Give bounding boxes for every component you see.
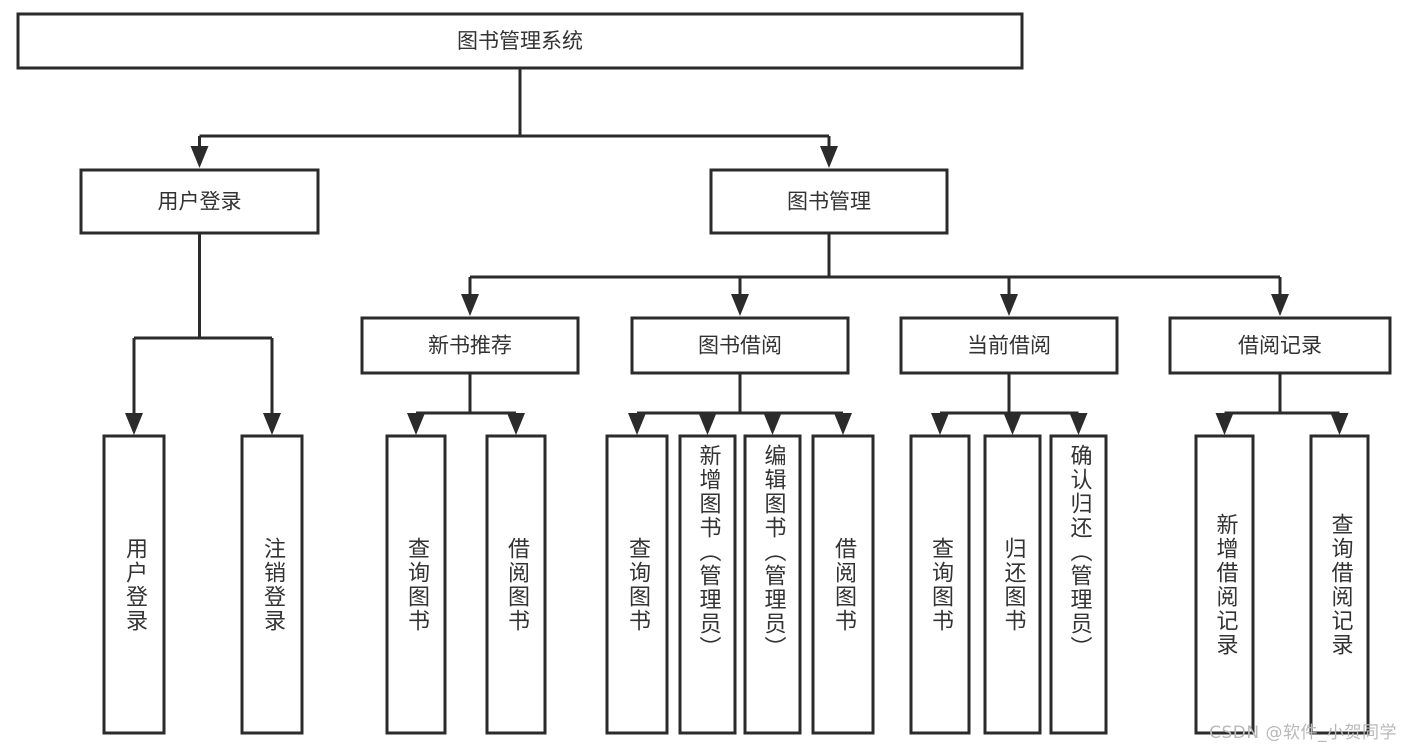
node-book-manage-label: 图书管理 (787, 190, 871, 214)
node-leaf-edit-book-admin-border (743, 434, 802, 735)
node-leaf-confirm-return[interactable] (1049, 434, 1108, 735)
node-new-book-recommend-label: 新书推荐 (428, 334, 512, 358)
arrow-to-leaf-user-login (125, 413, 143, 435)
arrow-to-leaf-query-book-a (407, 413, 425, 435)
node-current-borrow-label: 当前借阅 (967, 334, 1051, 358)
node-leaf-query-borrow-record-border (1309, 434, 1370, 735)
node-leaf-query-book-a-border (385, 434, 447, 735)
node-root-label: 图书管理系统 (457, 29, 583, 53)
arrow-to-leaf-edit-book-admin (763, 413, 782, 435)
node-borrow-record-label: 借阅记录 (1238, 334, 1322, 358)
node-leaf-borrow-book-b[interactable] (811, 434, 875, 735)
node-leaf-borrow-book-a[interactable] (485, 434, 547, 735)
node-leaf-add-borrow-record-border (1194, 434, 1255, 735)
arrow-to-leaf-logout-login (263, 413, 281, 435)
node-leaf-confirm-return-border (1049, 434, 1108, 735)
node-leaf-logout-login[interactable] (240, 434, 304, 735)
node-borrow-record[interactable] (1168, 316, 1392, 375)
node-user-login[interactable] (79, 168, 320, 235)
arrow-to-book-manage (820, 146, 838, 168)
node-leaf-add-borrow-record[interactable] (1194, 434, 1255, 735)
arrow-to-leaf-add-book-admin (698, 413, 717, 435)
node-leaf-borrow-book-b-border (811, 434, 875, 735)
arrow-to-borrow-record (1271, 294, 1289, 316)
watermark-text: CSDN @软件_小贺同学 (1209, 723, 1397, 743)
arrow-to-leaf-query-book-b (628, 413, 646, 435)
node-user-login-border (79, 168, 320, 235)
node-leaf-query-book-c[interactable] (909, 434, 971, 735)
node-leaf-query-book-a[interactable] (385, 434, 447, 735)
node-root-border (16, 12, 1024, 70)
node-leaf-query-book-c-border (909, 434, 971, 735)
node-borrow-record-border (1168, 316, 1392, 375)
arrow-to-new-book-recommend (461, 294, 479, 316)
node-leaf-return-book[interactable] (983, 434, 1042, 735)
arrow-to-current-borrow (1000, 294, 1018, 316)
node-book-borrow-label: 图书借阅 (698, 334, 782, 358)
node-leaf-borrow-book-a-border (485, 434, 547, 735)
arrow-to-leaf-borrow-book-a (507, 413, 525, 435)
node-leaf-query-book-b-border (605, 434, 669, 735)
node-book-manage[interactable] (709, 168, 949, 235)
arrow-to-book-borrow (731, 294, 749, 316)
node-user-login-label: 用户登录 (158, 190, 242, 214)
arrow-to-leaf-query-borrow-record (1330, 413, 1349, 435)
node-book-manage-border (709, 168, 949, 235)
arrow-to-leaf-borrow-book-b (834, 413, 852, 435)
node-root[interactable] (16, 12, 1024, 70)
node-leaf-add-book-admin-border (678, 434, 737, 735)
node-leaf-user-login-border (102, 434, 166, 735)
arrow-to-leaf-return-book (1003, 413, 1022, 435)
arrow-to-leaf-query-book-c (931, 413, 949, 435)
node-leaf-query-book-b[interactable] (605, 434, 669, 735)
node-leaf-logout-login-border (240, 434, 304, 735)
node-leaf-edit-book-admin[interactable] (743, 434, 802, 735)
arrow-to-leaf-add-borrow-record (1215, 413, 1234, 435)
node-leaf-return-book-border (983, 434, 1042, 735)
arrow-to-user-login (190, 146, 209, 168)
node-leaf-user-login[interactable] (102, 434, 166, 735)
node-leaf-add-book-admin[interactable] (678, 434, 737, 735)
node-leaf-query-borrow-record[interactable] (1309, 434, 1370, 735)
arrow-to-leaf-confirm-return (1069, 413, 1088, 435)
